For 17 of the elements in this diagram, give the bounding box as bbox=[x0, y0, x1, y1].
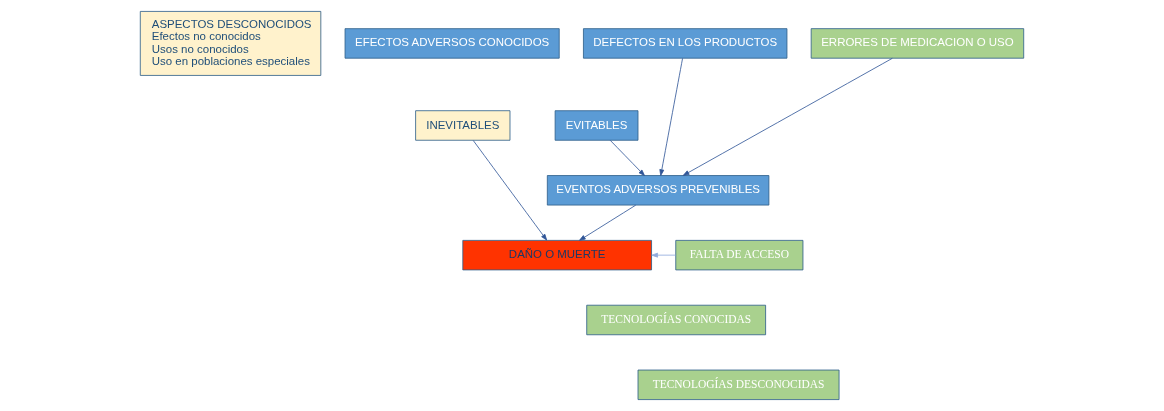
node-box: TECNOLOGÍAS DESCONOCIDAS bbox=[637, 369, 840, 400]
node-box: EFECTOS ADVERSOS CONOCIDOS bbox=[344, 28, 560, 59]
node-box: TECNOLOGÍAS CONOCIDAS bbox=[586, 304, 767, 336]
node-box: EVITABLES bbox=[554, 110, 639, 141]
node-box: ERRORES DE MEDICACION O USO bbox=[810, 28, 1025, 59]
node-box: DEFECTOS EN LOS PRODUCTOS bbox=[583, 28, 788, 59]
node-box: DAÑO O MUERTE bbox=[462, 239, 652, 271]
arrow bbox=[579, 204, 637, 241]
arrow bbox=[609, 139, 645, 176]
arrow bbox=[472, 140, 548, 241]
node-box: EVENTOS ADVERSOS PREVENIBLES bbox=[546, 175, 770, 206]
node-box: FALTA DE ACCESO bbox=[675, 239, 804, 271]
node-box: INEVITABLES bbox=[415, 110, 511, 141]
arrow bbox=[682, 57, 893, 176]
arrow bbox=[651, 252, 676, 258]
node-box: ASPECTOS DESCONOCIDOS Efectos no conocidos Usos no conocidos Uso en poblaciones especiales bbox=[139, 11, 322, 76]
arrow bbox=[659, 58, 683, 176]
